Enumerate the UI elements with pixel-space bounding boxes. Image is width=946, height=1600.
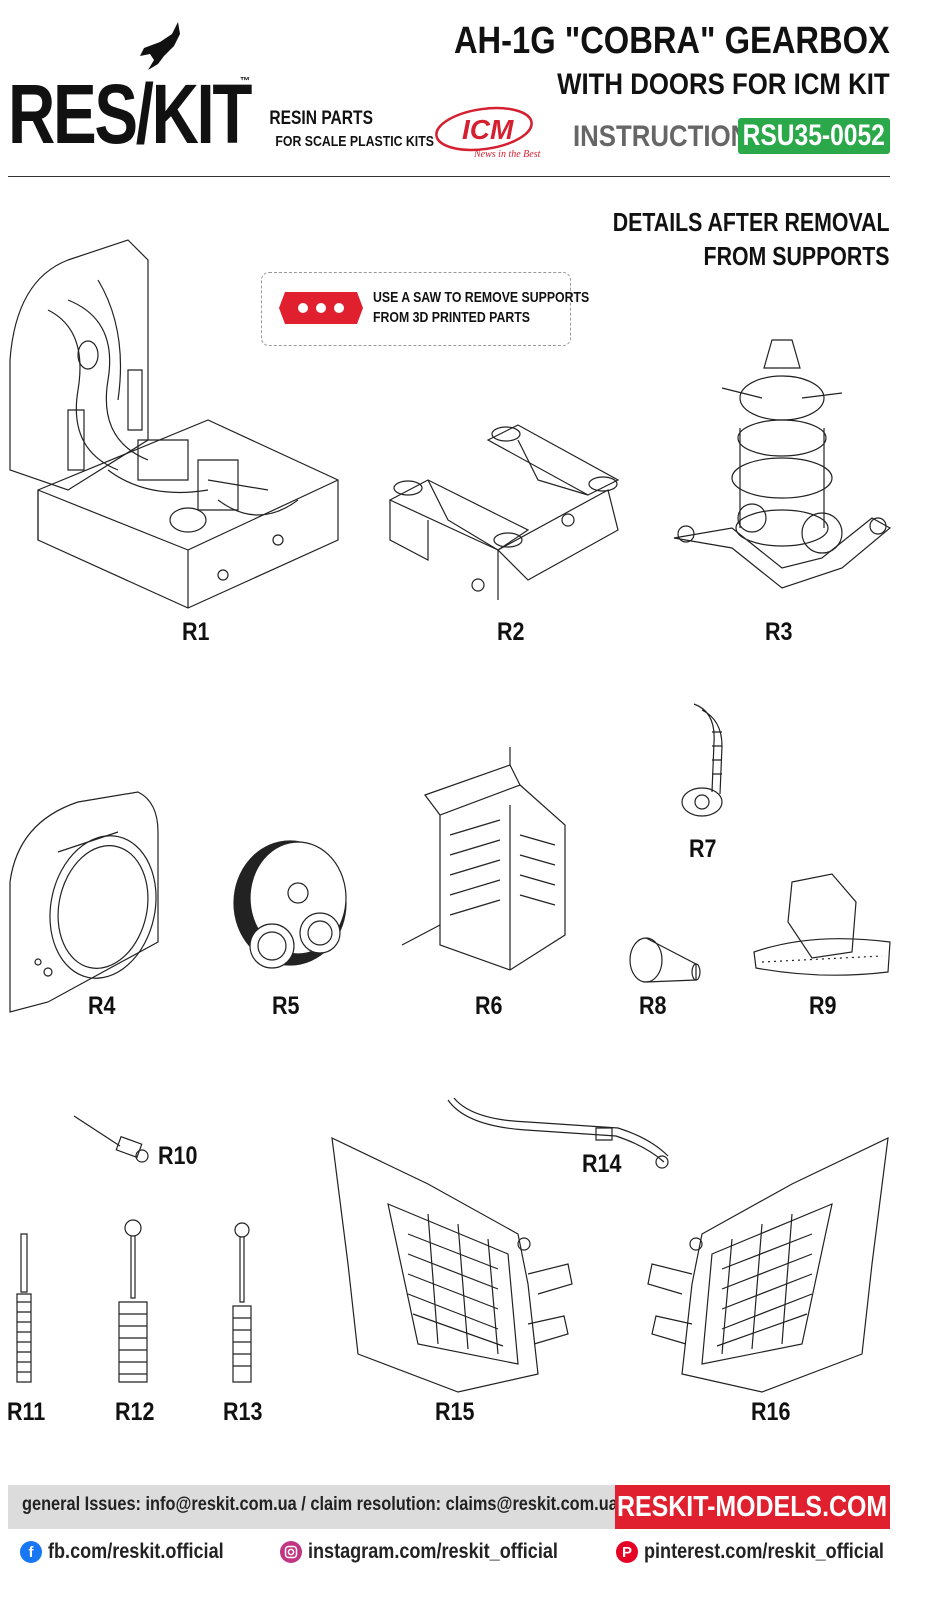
part-r5-drawing	[220, 838, 348, 978]
tagline-resin-parts: RESIN PARTS	[269, 108, 373, 129]
pinterest-link[interactable]: P pinterest.com/reskit_official	[616, 1540, 923, 1564]
page-subtitle: WITH DOORS FOR ICM KIT	[557, 68, 890, 101]
details-note-line1: DETAILS AFTER REMOVAL	[613, 207, 890, 237]
icm-slogan: News in the Best	[473, 149, 541, 160]
part-label-r14: R14	[582, 1150, 622, 1178]
part-r6-drawing	[400, 745, 568, 975]
part-label-r16: R16	[751, 1398, 791, 1426]
tagline-scale-kits: FOR SCALE PLASTIC KITS	[275, 133, 434, 150]
saw-dots-icon	[279, 292, 363, 324]
trademark-mark: ™	[240, 76, 250, 87]
jet-silhouette-icon	[140, 22, 180, 70]
part-label-r15: R15	[435, 1398, 475, 1426]
icm-logo-text: ICM	[462, 114, 514, 145]
part-r16-drawing	[646, 1134, 892, 1396]
part-r14-drawing	[446, 1096, 672, 1172]
saw-notice-line1: USE A SAW TO REMOVE SUPPORTS	[373, 289, 590, 306]
part-label-r7: R7	[689, 835, 717, 863]
website-link-text: RESKIT-MODELS.COM	[617, 1490, 888, 1523]
part-label-r9: R9	[809, 992, 837, 1020]
pinterest-link-text: pinterest.com/reskit_official	[644, 1540, 884, 1563]
part-label-r12: R12	[115, 1398, 155, 1426]
instruction-label: INSTRUCTION	[573, 120, 750, 153]
part-label-r10: R10	[158, 1142, 198, 1170]
part-label-r5: R5	[272, 992, 300, 1020]
page-title: AH-1G "COBRA" GEARBOX	[454, 20, 890, 62]
part-label-r11: R11	[7, 1398, 46, 1426]
part-r9-drawing	[752, 872, 892, 982]
part-label-r13: R13	[223, 1398, 263, 1426]
pinterest-icon: P	[616, 1541, 638, 1563]
saw-notice-box	[261, 272, 571, 346]
part-label-r3: R3	[765, 618, 793, 646]
reskit-logo-text: RES/KIT	[8, 67, 252, 161]
instagram-icon	[280, 1541, 302, 1563]
instagram-link-text: instagram.com/reskit_official	[308, 1540, 558, 1563]
part-label-r2: R2	[497, 618, 525, 646]
part-r1-drawing	[8, 240, 343, 610]
saw-notice-text: USE A SAW TO REMOVE SUPPORTS FROM 3D PRI…	[373, 288, 589, 328]
instagram-link[interactable]: instagram.com/reskit_official	[280, 1540, 599, 1564]
icm-logo: ICM News in the Best	[435, 106, 541, 160]
website-link[interactable]: RESKIT-MODELS.COM	[615, 1485, 890, 1529]
part-r4-drawing	[8, 792, 160, 1014]
footer-contact-text[interactable]: general Issues: info@reskit.com.ua / cla…	[22, 1494, 618, 1515]
facebook-link[interactable]: f fb.com/reskit.official	[20, 1540, 252, 1564]
details-note-line2: FROM SUPPORTS	[704, 241, 890, 271]
facebook-link-text: fb.com/reskit.official	[48, 1540, 224, 1563]
part-r8-drawing	[626, 934, 702, 996]
part-r10-drawing	[72, 1114, 152, 1164]
part-r11-drawing	[12, 1232, 36, 1384]
part-r2-drawing	[388, 420, 628, 605]
facebook-icon: f	[20, 1541, 42, 1563]
part-r12-drawing	[115, 1218, 153, 1386]
header-divider	[8, 176, 890, 177]
part-label-r1: R1	[182, 618, 210, 646]
part-label-r8: R8	[639, 992, 667, 1020]
product-code: RSU35-0052	[742, 119, 886, 152]
part-r13-drawing	[228, 1220, 256, 1386]
part-label-r4: R4	[88, 992, 116, 1020]
details-note: DETAILS AFTER REMOVAL FROM SUPPORTS	[613, 205, 890, 273]
part-r3-drawing	[672, 338, 892, 608]
part-r7-drawing	[672, 702, 730, 820]
saw-notice-line2: FROM 3D PRINTED PARTS	[373, 309, 530, 326]
product-code-badge: RSU35-0052	[738, 118, 890, 154]
part-label-r6: R6	[475, 992, 503, 1020]
part-r15-drawing	[328, 1134, 576, 1396]
